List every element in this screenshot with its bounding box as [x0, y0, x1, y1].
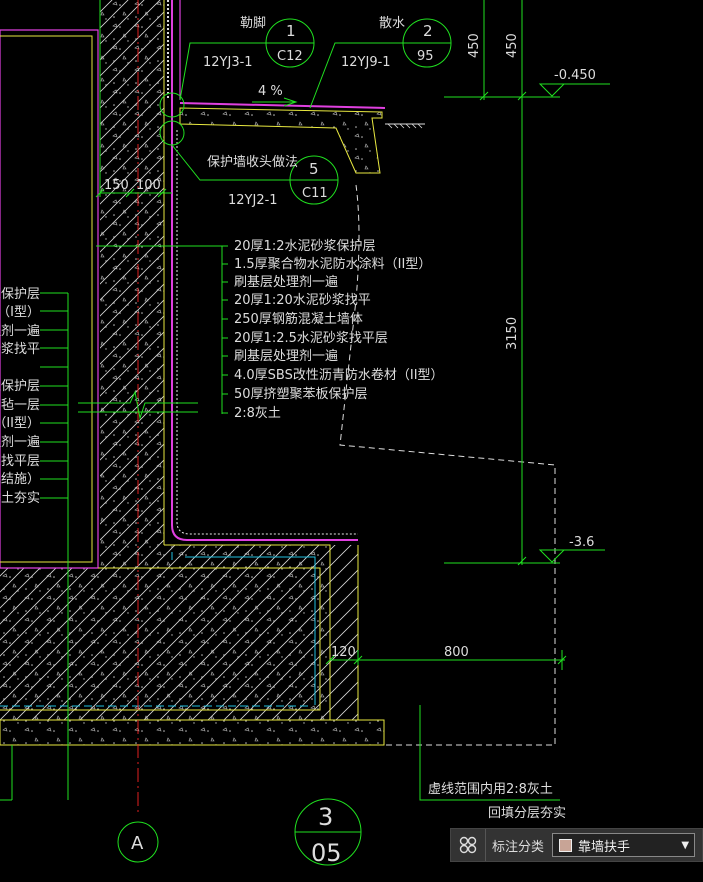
- dim-wall-right: 100: [136, 178, 161, 193]
- left-layer-item: 砂浆找平: [0, 342, 40, 357]
- dim-top-1: 450: [467, 33, 482, 58]
- layer-item: 1.5厚聚合物水泥防水涂料（II型）: [234, 256, 431, 272]
- annotation-category-label: 标注分类: [492, 839, 545, 855]
- left-layer-item: 油毡一层: [0, 398, 40, 413]
- left-layer-item: 季土夯实: [0, 491, 40, 506]
- section-page: 05: [311, 839, 342, 867]
- concrete-wall: [0, 0, 385, 746]
- left-layer-item: 理剂一遍: [0, 323, 40, 339]
- detail2-atlas: 12YJ9-1: [341, 55, 391, 70]
- annotation-category-select[interactable]: 靠墙扶手 ▼: [552, 833, 696, 857]
- left-layer-item: （II型）: [0, 416, 40, 431]
- left-layer-item: 浆保护层: [0, 287, 40, 302]
- apron-slab: [179, 102, 425, 174]
- axis-label: A: [131, 833, 144, 854]
- layer-item: 20厚1:2水泥砂浆保护层: [234, 239, 375, 254]
- detail-callouts: [117, 18, 560, 866]
- dim-foot-right: 800: [444, 645, 469, 660]
- detail5-atlas: 12YJ2-1: [228, 193, 278, 208]
- layer-item: 刷基层处理剂一遍: [234, 348, 338, 364]
- left-layer-item: （I型）: [0, 305, 40, 320]
- color-swatch: [559, 838, 573, 852]
- detail5-num: 5: [309, 160, 319, 178]
- layer-item: 50厚挤塑聚苯板保护层: [234, 387, 368, 402]
- dim-foot-left: 120: [331, 645, 356, 660]
- layer-group-icon[interactable]: [451, 829, 486, 861]
- annotation-category-panel: 标注分类 靠墙扶手 ▼: [450, 828, 703, 862]
- layer-item: 20厚1:2.5水泥砂浆找平层: [234, 331, 388, 346]
- detail1-atlas: 12YJ3-1: [203, 55, 253, 70]
- layer-item: 250厚钢筋混凝土墙体: [234, 311, 363, 327]
- annotation-category-value: 靠墙扶手: [578, 839, 631, 855]
- detail2-title: 散水: [379, 16, 405, 31]
- backfill-outline: [339, 184, 556, 746]
- detail1-page: C12: [277, 49, 303, 64]
- layer-item: 2:8灰土: [234, 406, 281, 421]
- slope-label: 4 %: [258, 84, 283, 99]
- chevron-down-icon: ▼: [681, 840, 690, 851]
- left-layer-item: 见结施）: [0, 472, 40, 487]
- left-layer-item: 理剂一遍: [0, 434, 40, 450]
- elevation-bottom: -3.6: [569, 535, 594, 550]
- waterproof-layers: [0, 0, 358, 707]
- note-line-1: 虚线范围内用2:8灰土: [428, 781, 553, 797]
- detail1-title: 勒脚: [240, 15, 266, 31]
- note-line-2: 回填分层夯实: [488, 806, 566, 821]
- elevation-top: -0.450: [554, 68, 596, 83]
- detail2-page: 95: [417, 49, 434, 64]
- layer-item: 4.0厚SBS改性沥青防水卷材（II型）: [234, 367, 444, 383]
- dim-height: 3150: [505, 317, 520, 350]
- detail2-num: 2: [423, 22, 433, 40]
- dimensions: [95, 0, 610, 670]
- detail1-num: 1: [286, 22, 296, 40]
- layer-item: 20厚1:20水泥砂浆找平: [234, 293, 371, 308]
- dim-wall-left: 150: [104, 178, 129, 193]
- dim-top-2: 450: [505, 33, 520, 58]
- detail5-page: C11: [302, 186, 328, 201]
- section-num: 3: [318, 803, 333, 831]
- layer-list: 20厚1:2水泥砂浆保护层 1.5厚聚合物水泥防水涂料（II型） 刷基层处理剂一…: [234, 239, 444, 421]
- layer-leaders: [0, 245, 228, 801]
- left-layer-item: 浆找平层: [0, 454, 40, 469]
- break-symbol: [78, 390, 198, 420]
- layer-item: 刷基层处理剂一遍: [234, 274, 338, 290]
- detail5-title: 保护墙收头做法: [207, 155, 298, 170]
